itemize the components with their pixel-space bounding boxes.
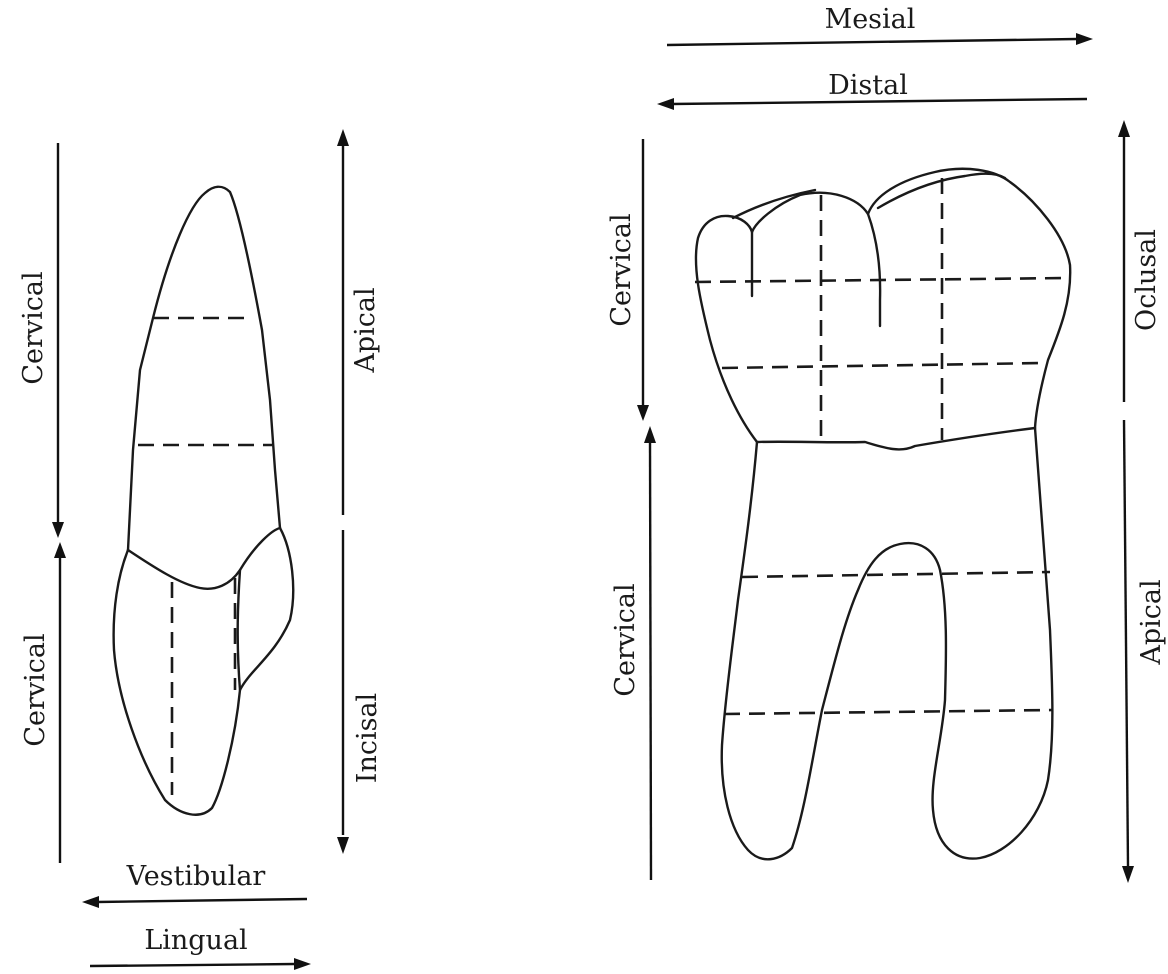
right-cervical-lower-arrow [644, 426, 656, 880]
oclusal-label: Oclusal [1131, 229, 1162, 331]
apical-label-left: Apical [350, 287, 381, 373]
apical-label-right: Apical [1136, 579, 1167, 665]
mesial-label: Mesial [825, 4, 916, 35]
left-cervical-lower-label: Cervical [20, 633, 51, 746]
left-cervical-upper-label: Cervical [18, 271, 49, 384]
molar-cej-line [757, 428, 1035, 449]
molar-root-horizontal-line-1 [742, 572, 1050, 577]
anterior-tooth [114, 187, 294, 815]
left-cervical-lower-arrow [54, 542, 66, 863]
lingual-arrow [90, 958, 311, 970]
anterior-tooth-crown-outline [114, 528, 294, 815]
molar-central-groove [868, 214, 880, 326]
anterior-crown-lobe-ridge [238, 570, 240, 690]
vestibular-arrow [82, 896, 307, 908]
left-cervical-upper-arrow [52, 143, 64, 538]
molar-tooth [695, 169, 1070, 859]
right-cervical-lower-label: Cervical [610, 583, 641, 696]
lingual-label: Lingual [144, 925, 247, 956]
molar-roots-outline [722, 428, 1053, 859]
incisal-label: Incisal [352, 693, 383, 783]
right-cervical-upper-label: Cervical [606, 213, 637, 326]
right-cervical-upper-arrow [637, 139, 649, 421]
anterior-tooth-root-outline [128, 187, 280, 550]
molar-root-horizontal-line-2 [724, 710, 1052, 714]
vestibular-label: Vestibular [126, 861, 266, 892]
anterior-cej-line [128, 528, 280, 589]
left-apical-incisal-arrow [337, 129, 349, 854]
distal-label: Distal [828, 70, 908, 101]
molar-crown-horizontal-line-2 [722, 363, 1045, 368]
